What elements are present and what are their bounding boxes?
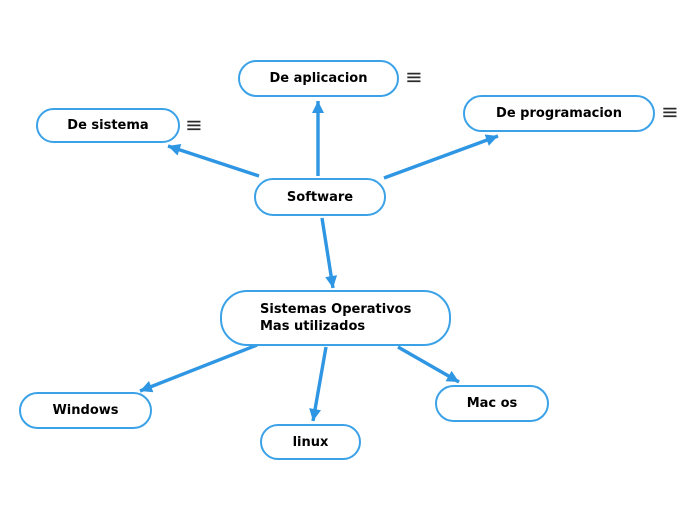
node-de-sistema[interactable]: De sistema <box>36 108 180 143</box>
menu-icon[interactable]: ≡ <box>405 65 423 89</box>
node-de-programacion[interactable]: De programacion <box>463 95 655 132</box>
edge-software-sistemas <box>320 217 338 289</box>
node-de-aplicacion-label: De aplicacion <box>269 71 368 86</box>
node-mac-os[interactable]: Mac os <box>435 385 549 422</box>
edge-software-de-programacion <box>383 134 499 180</box>
node-linux-label: linux <box>292 434 329 450</box>
node-windows[interactable]: Windows <box>19 392 152 429</box>
node-de-aplicacion[interactable]: De aplicacion <box>238 60 399 97</box>
menu-icon[interactable]: ≡ <box>661 100 679 124</box>
edge-sistemas-mac-os <box>397 345 460 384</box>
edge-sistemas-windows <box>139 343 258 393</box>
node-sistemas-operativos-label: Sistemas Operativos Mas utilizados <box>260 302 412 334</box>
node-de-sistema-label: De sistema <box>67 118 149 133</box>
node-de-programacion-label: De programacion <box>496 106 622 121</box>
edge-software-de-sistema <box>167 144 260 178</box>
edge-sistemas-linux <box>309 346 328 422</box>
node-mac-os-label: Mac os <box>466 396 518 411</box>
node-sistemas-operativos[interactable]: Sistemas Operativos Mas utilizados <box>220 290 451 346</box>
node-linux[interactable]: linux <box>260 424 361 460</box>
node-software[interactable]: Software <box>254 178 386 216</box>
menu-icon[interactable]: ≡ <box>185 113 203 137</box>
node-windows-label: Windows <box>52 403 119 418</box>
node-software-label: Software <box>286 189 354 205</box>
